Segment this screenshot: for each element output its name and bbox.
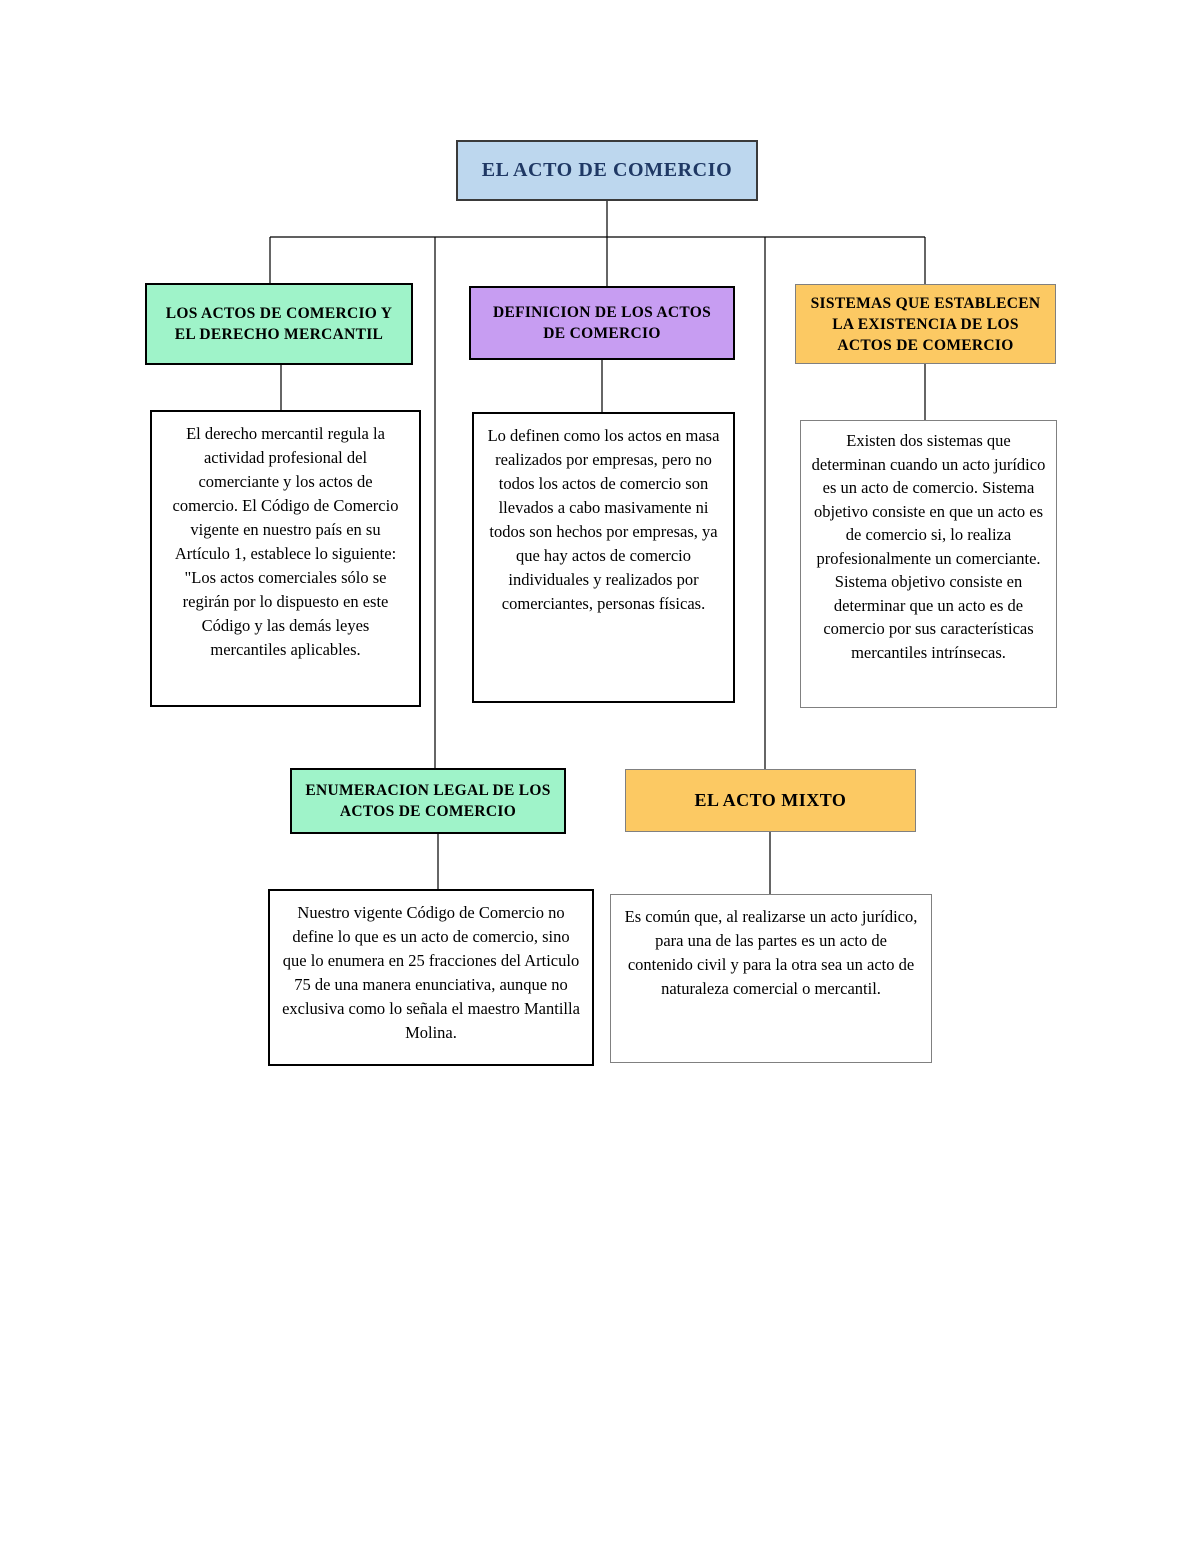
node-actos-y-derecho-mercantil: LOS ACTOS DE COMERCIO Y EL DERECHO MERCA…: [145, 283, 413, 365]
node-enumeracion-legal: ENUMERACION LEGAL DE LOS ACTOS DE COMERC…: [290, 768, 566, 834]
node-heading: EL ACTO MIXTO: [694, 790, 847, 810]
node-heading: DEFINICION DE LOS ACTOS DE COMERCIO: [492, 304, 712, 342]
note-acto-mixto: Es común que, al realizarse un acto jurí…: [610, 894, 932, 1063]
note-text: Lo definen como los actos en masa realiz…: [487, 426, 720, 613]
note-enumeracion: Nuestro vigente Código de Comercio no de…: [268, 889, 594, 1066]
node-definicion-actos: DEFINICION DE LOS ACTOS DE COMERCIO: [469, 286, 735, 360]
note-sistemas: Existen dos sistemas que determinan cuan…: [800, 420, 1057, 708]
root-node: EL ACTO DE COMERCIO: [456, 140, 758, 201]
root-title: EL ACTO DE COMERCIO: [481, 159, 733, 181]
node-acto-mixto: EL ACTO MIXTO: [625, 769, 916, 832]
note-derecho-mercantil: El derecho mercantil regula la actividad…: [150, 410, 421, 707]
node-heading: SISTEMAS QUE ESTABLECEN LA EXISTENCIA DE…: [810, 294, 1041, 354]
note-text: Nuestro vigente Código de Comercio no de…: [282, 903, 580, 1042]
node-sistemas-existencia: SISTEMAS QUE ESTABLECEN LA EXISTENCIA DE…: [795, 284, 1056, 364]
note-text: Existen dos sistemas que determinan cuan…: [811, 431, 1046, 662]
node-heading: LOS ACTOS DE COMERCIO Y EL DERECHO MERCA…: [165, 305, 393, 343]
node-heading: ENUMERACION LEGAL DE LOS ACTOS DE COMERC…: [305, 782, 551, 820]
note-text: El derecho mercantil regula la actividad…: [172, 424, 399, 659]
note-definicion: Lo definen como los actos en masa realiz…: [472, 412, 735, 703]
note-text: Es común que, al realizarse un acto jurí…: [624, 907, 918, 998]
